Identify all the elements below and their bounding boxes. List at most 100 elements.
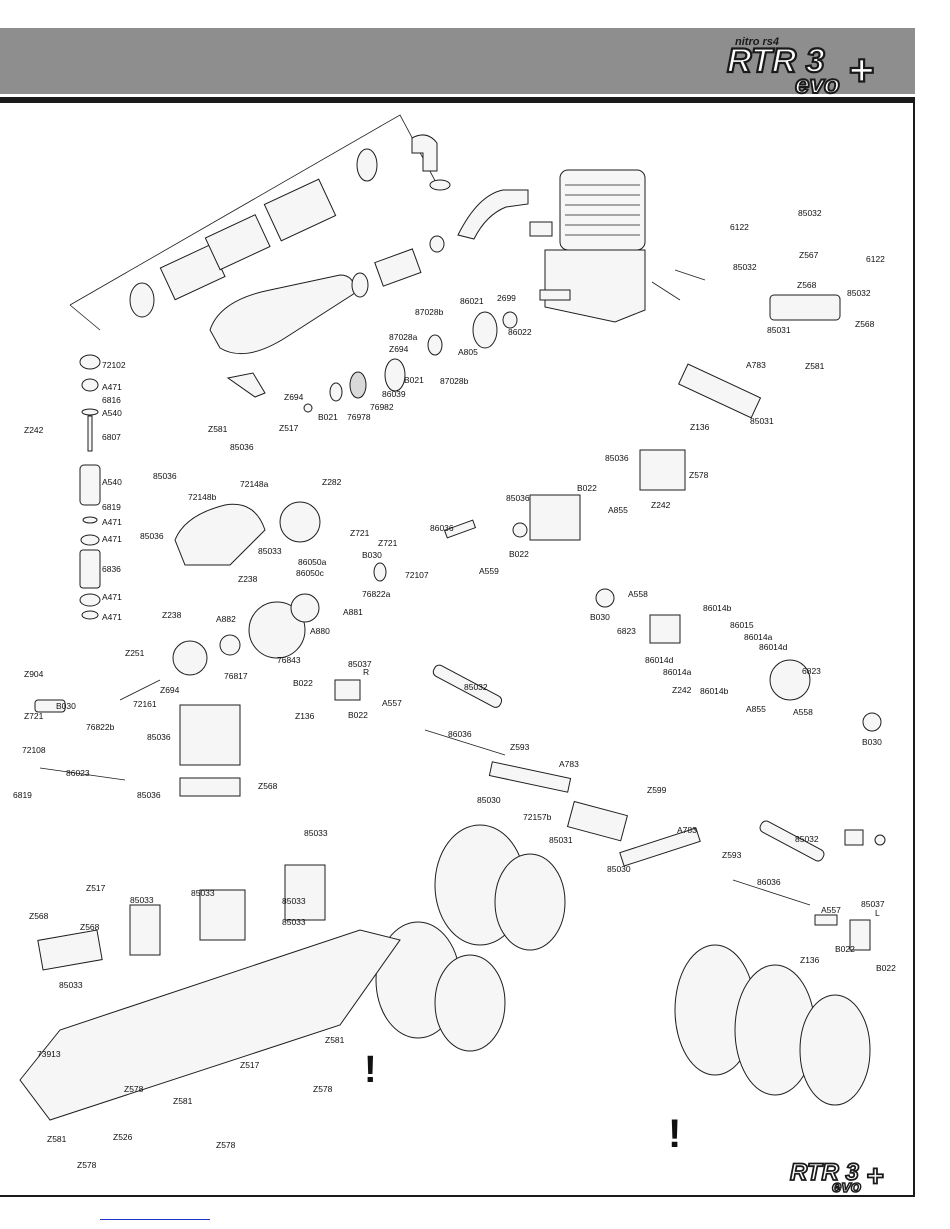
label-z242: Z242	[24, 425, 44, 435]
label-85036-f: 85036	[605, 453, 629, 463]
label-b030: B030	[362, 550, 382, 560]
label-z568-b: Z568	[797, 280, 817, 290]
label-b022-f: B022	[509, 549, 529, 559]
label-a557: A557	[382, 698, 402, 708]
header-bar	[0, 28, 915, 94]
label-85032-e: 85032	[847, 288, 871, 298]
label-6807: 6807	[102, 432, 121, 442]
front-suspension	[334, 294, 886, 951]
label-z593: Z593	[510, 742, 530, 752]
label-85036-e: 85036	[137, 790, 161, 800]
label-z578-d: Z578	[77, 1160, 97, 1170]
header-logo: nitro rs4 RTR 3 evo +	[726, 36, 875, 100]
label-85036-g: 85036	[506, 493, 530, 503]
footer-logo-main: RTR 3	[790, 1159, 860, 1186]
label-z517-c: Z517	[240, 1060, 260, 1070]
label-z136: Z136	[295, 711, 315, 721]
label-a805: A805	[458, 347, 478, 357]
label-6816: 6816	[102, 395, 121, 405]
label-85033-e: 85033	[191, 888, 215, 898]
footer-logo-sub: evo	[832, 1177, 861, 1196]
exhaust-kit-illustration	[69, 114, 451, 331]
label-a882: A882	[216, 614, 236, 624]
label-a783-c: A783	[746, 360, 766, 370]
label-86022: 86022	[508, 327, 532, 337]
label-85036-c: 85036	[140, 531, 164, 541]
label-a471-c: A471	[102, 534, 122, 544]
label-86050a: 86050a	[298, 557, 327, 567]
logo-main: RTR 3	[727, 42, 825, 80]
pipe-flange	[356, 148, 378, 182]
filter-foam	[204, 214, 271, 271]
label-z721-b: Z721	[378, 538, 398, 548]
label-a540: A540	[102, 408, 122, 418]
label-85036: 85036	[230, 442, 254, 452]
label-b022-d: B022	[876, 963, 896, 973]
page-frame-right	[913, 97, 915, 1196]
label-85032-b: 85032	[795, 834, 819, 844]
label-a880: A880	[310, 626, 330, 636]
label-6122-b: 6122	[866, 254, 885, 264]
label-85037: 85037	[348, 659, 372, 669]
label-a540-b: A540	[102, 477, 122, 487]
elbow-gasket	[429, 179, 451, 191]
footer-link[interactable]	[100, 1219, 210, 1220]
filter-sleeve	[263, 178, 337, 242]
label-72157b: 72157b	[523, 812, 552, 822]
label-b022-e: B022	[577, 483, 597, 493]
label-6819: 6819	[102, 502, 121, 512]
label-z593-b: Z593	[722, 850, 742, 860]
label-z581-c: Z581	[325, 1035, 345, 1045]
label-87028b-b: 87028b	[440, 376, 469, 386]
label-76822a: 76822a	[362, 589, 391, 599]
label-a558: A558	[628, 589, 648, 599]
label-72108: 72108	[22, 745, 46, 755]
label-z694-c: Z694	[389, 344, 409, 354]
label-z581-e: Z581	[47, 1134, 67, 1144]
label-a559: A559	[479, 566, 499, 576]
label-6823-b: 6823	[802, 666, 821, 676]
label-87028a: 87028a	[389, 332, 418, 342]
label-a471: A471	[102, 382, 122, 392]
label-b022: B022	[293, 678, 313, 688]
label-a855-b: A855	[746, 704, 766, 714]
header-rule	[0, 97, 915, 103]
label-86039: 86039	[382, 389, 406, 399]
label-76978: 76978	[347, 412, 371, 422]
label-z238-b: Z238	[162, 610, 182, 620]
label-86036-b: 86036	[757, 877, 781, 887]
label-z599: Z599	[647, 785, 667, 795]
label-z136-b: Z136	[800, 955, 820, 965]
label-a783-b: A783	[677, 825, 697, 835]
clutch-assembly	[303, 311, 518, 413]
label-85031-b: 85031	[767, 325, 791, 335]
label-z694-b: Z694	[284, 392, 304, 402]
label-85036-b: 85036	[153, 471, 177, 481]
label-86023: 86023	[66, 768, 90, 778]
label-z517: Z517	[279, 423, 299, 433]
muffler-pipe	[209, 189, 529, 398]
label-85032-c: 85032	[798, 208, 822, 218]
label-b022-b: B022	[348, 710, 368, 720]
label-76982: 76982	[370, 402, 394, 412]
label-86014a-b: 86014a	[663, 667, 692, 677]
label-z578-b: Z578	[313, 1084, 333, 1094]
label-72107: 72107	[405, 570, 429, 580]
label-z568-c: Z568	[855, 319, 875, 329]
label-z721-c: Z721	[24, 711, 44, 721]
label-z694: Z694	[160, 685, 180, 695]
label-85033-f: 85033	[59, 980, 83, 990]
label-z242-b: Z242	[651, 500, 671, 510]
label-85032: 85032	[464, 682, 488, 692]
label-76817: 76817	[224, 671, 248, 681]
label-z567: Z567	[799, 250, 819, 260]
label-z526: Z526	[113, 1132, 133, 1142]
logo-top: nitro rs4	[735, 36, 779, 48]
label-z251: Z251	[125, 648, 145, 658]
footer-logo: RTR 3 evo +	[789, 1158, 884, 1197]
label-73913: 73913	[37, 1049, 61, 1059]
label-z242-c: Z242	[672, 685, 692, 695]
logo-plus: +	[848, 46, 874, 95]
label-r: R	[363, 667, 369, 677]
